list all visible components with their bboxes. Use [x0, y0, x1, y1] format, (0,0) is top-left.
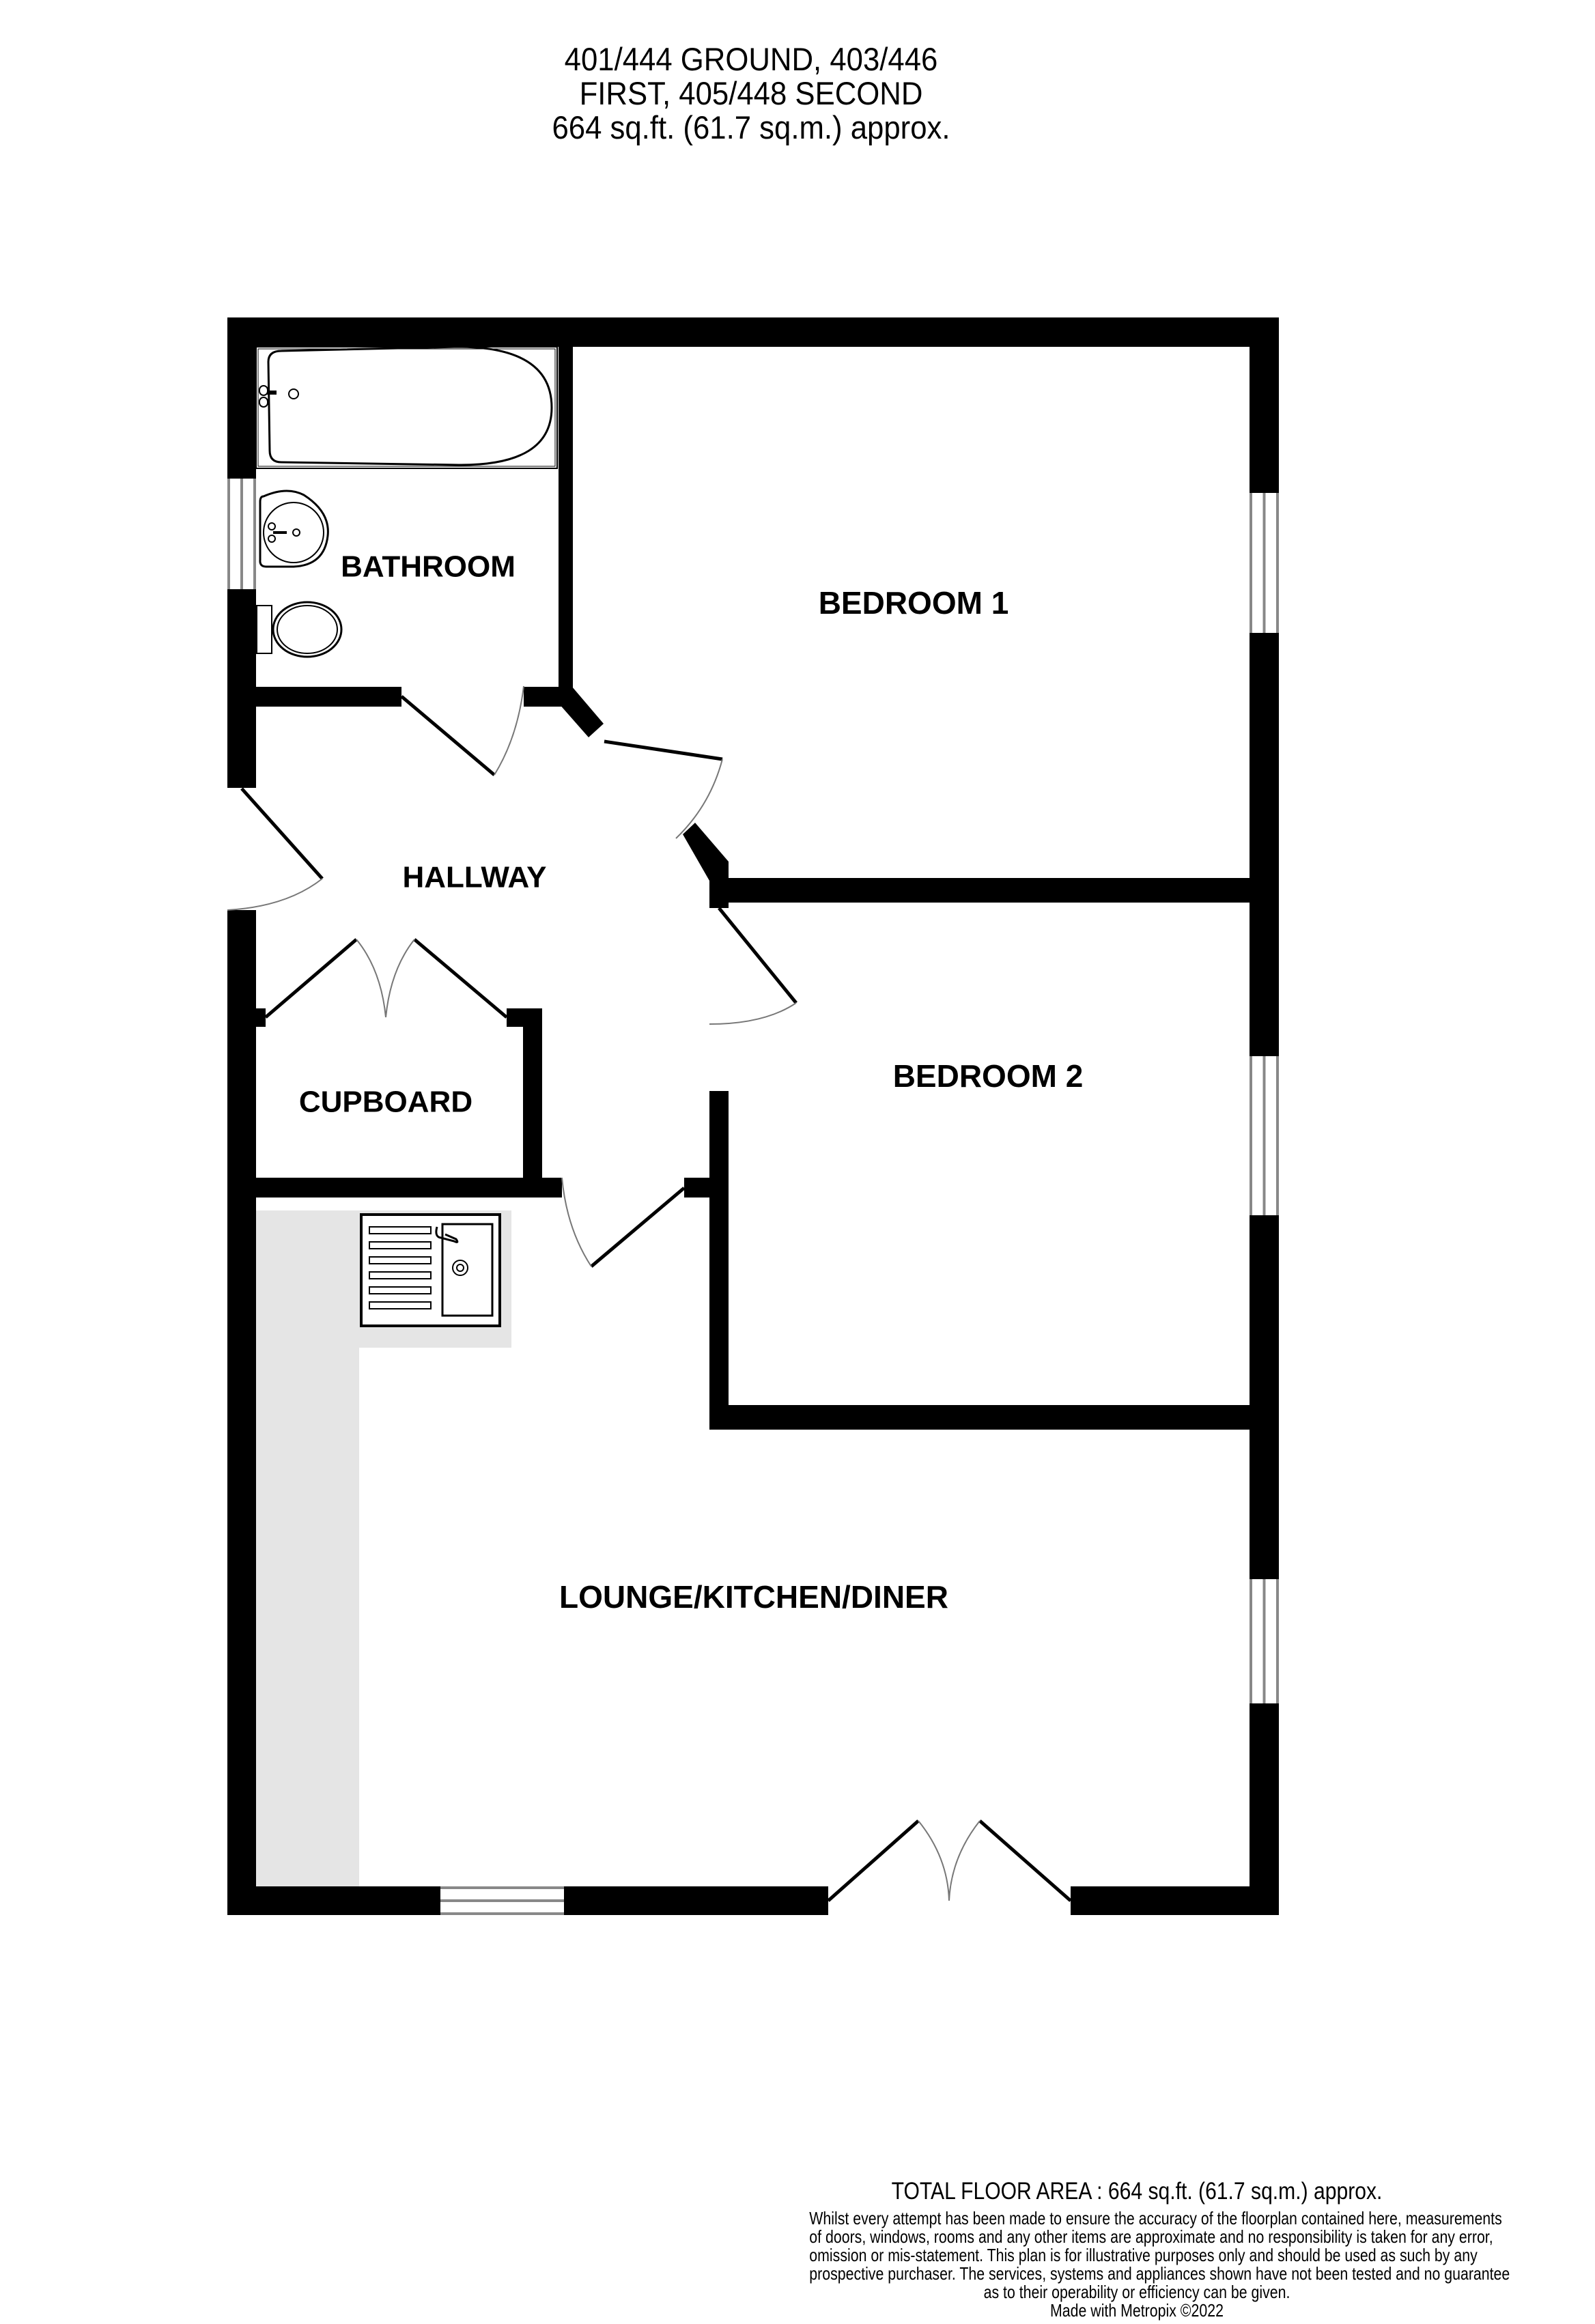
door-swing-arc	[948, 1820, 980, 1901]
made-with-credit: Made with Metropix ©2022	[1050, 2300, 1224, 2321]
door-swing-arc	[918, 1820, 950, 1901]
disclaimer-line: prospective purchaser. The services, sys…	[809, 2263, 1510, 2284]
basin-icon	[259, 490, 329, 568]
disclaimer-line: as to their operability or efficiency ca…	[983, 2282, 1290, 2302]
cupboard-door-left-icon	[264, 938, 386, 1019]
plan-header: 401/444 GROUND, 403/446 FIRST, 405/448 S…	[434, 42, 1069, 145]
wall-segment	[1250, 1703, 1279, 1915]
bedroom-1-door-icon	[604, 739, 723, 839]
wall-segment	[227, 1886, 440, 1915]
drainer-slats	[369, 1226, 432, 1309]
door-swing-arc	[675, 759, 723, 839]
drainer-slat	[369, 1301, 432, 1309]
door-leaf	[413, 938, 508, 1019]
door-leaf	[240, 787, 324, 880]
angled-wall	[559, 687, 604, 737]
room-label-lounge-kitchen-diner: LOUNGE/KITCHEN/DINER	[559, 1579, 948, 1615]
plan-footer: TOTAL FLOOR AREA : 664 sq.ft. (61.7 sq.m…	[737, 2178, 1536, 2320]
drainer-slat	[369, 1256, 432, 1264]
wall-segment	[724, 878, 1250, 903]
window-icon	[1250, 1579, 1279, 1703]
wall-segment	[1250, 1215, 1279, 1579]
room-label-hallway: HALLWAY	[402, 861, 546, 894]
wall-segment	[227, 317, 256, 479]
bath-icon	[255, 345, 558, 469]
wall-segment	[1071, 1886, 1279, 1915]
wall-segment	[564, 1886, 828, 1915]
fixtures	[255, 345, 558, 1327]
door-swing-arc	[494, 685, 524, 776]
wall-segment	[709, 1091, 729, 1426]
door-leaf	[264, 938, 358, 1019]
wall-segment	[523, 1008, 542, 1198]
wall-segment	[709, 1405, 1279, 1430]
total-floor-area: TOTAL FLOOR AREA : 664 sq.ft. (61.7 sq.m…	[891, 2178, 1383, 2205]
bedroom-2-door-icon	[709, 907, 798, 1025]
doors	[227, 685, 1072, 1902]
door-leaf	[978, 1819, 1072, 1902]
cupboard-door-right-icon	[385, 938, 508, 1019]
drainer-slat	[369, 1226, 432, 1234]
door-leaf	[718, 907, 798, 1004]
lounge-door-icon	[561, 1177, 686, 1268]
angled-wall	[683, 823, 729, 903]
room-label-bedroom-2: BEDROOM 2	[893, 1058, 1084, 1094]
bathroom-door-icon	[400, 685, 524, 776]
drainer-slat	[369, 1271, 432, 1279]
header-line-2: FIRST, 405/448 SECOND	[579, 75, 923, 111]
room-label-cupboard: CUPBOARD	[299, 1086, 472, 1119]
windows	[227, 479, 1279, 1915]
door-leaf	[827, 1819, 920, 1902]
door-leaf	[400, 695, 496, 776]
sink-icon	[360, 1213, 501, 1327]
disclaimer-line: of doors, windows, rooms and any other i…	[809, 2226, 1493, 2247]
door-swing-arc	[227, 878, 323, 911]
room-label-bedroom-1: BEDROOM 1	[819, 585, 1009, 621]
wall-segment	[256, 1178, 562, 1198]
wall-segment	[684, 1178, 729, 1198]
wall-segment	[1250, 317, 1279, 493]
window-icon	[1250, 1056, 1279, 1215]
door-swing-arc	[356, 939, 386, 1018]
french-door-right-icon	[948, 1819, 1072, 1902]
door-leaf	[590, 1187, 686, 1268]
drainer-slat	[369, 1241, 432, 1249]
french-door-left-icon	[827, 1819, 950, 1902]
window-icon	[1250, 493, 1279, 633]
drainer-slat	[369, 1286, 432, 1294]
disclaimer: Whilst every attempt has been made to en…	[809, 2208, 1510, 2302]
wall-segment	[256, 687, 401, 707]
disclaimer-line: omission or mis-statement. This plan is …	[809, 2245, 1478, 2265]
wall-segment	[227, 589, 256, 788]
wall-segment	[227, 317, 1279, 347]
walls	[227, 317, 1279, 1915]
header-line-1: 401/444 GROUND, 403/446	[564, 41, 938, 77]
wall-segment	[559, 317, 573, 690]
counter-segment	[256, 1210, 359, 1886]
wall-segment	[1250, 633, 1279, 1056]
door-leaf	[604, 739, 723, 761]
window-icon	[227, 479, 256, 589]
wall-segment	[227, 910, 256, 1915]
toilet-icon	[256, 601, 343, 658]
door-swing-arc	[709, 1002, 797, 1025]
door-swing-arc	[561, 1177, 592, 1267]
window-icon	[440, 1886, 564, 1915]
room-label-bathroom: BATHROOM	[341, 550, 516, 584]
entry-door-icon	[227, 787, 324, 911]
wall-segment	[256, 1008, 266, 1027]
disclaimer-line: Whilst every attempt has been made to en…	[809, 2208, 1502, 2228]
header-line-3: 664 sq.ft. (61.7 sq.m.) approx.	[552, 109, 950, 145]
room-labels: BATHROOM BEDROOM 1 HALLWAY CUPBOARD BEDROOM …	[299, 550, 1083, 1615]
door-swing-arc	[385, 939, 415, 1018]
